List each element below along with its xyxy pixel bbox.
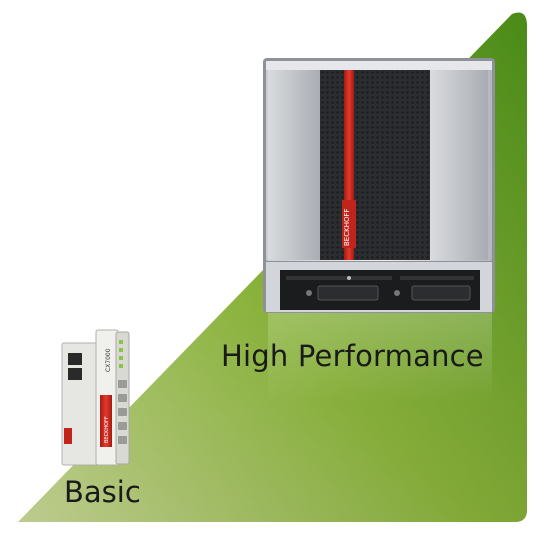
- basic-label: Basic: [64, 475, 141, 509]
- beckhoff-small-logo: BECKHOFF: [104, 416, 110, 443]
- model-text: CX7000: [105, 348, 112, 372]
- din-rail-controller-icon: BECKHOFF CX7000: [61, 329, 130, 466]
- beckhoff-logo: BECKHOFF: [343, 208, 351, 246]
- high-performance-label: High Performance: [221, 339, 484, 373]
- beckhoff-logo-plate: [342, 200, 356, 248]
- industrial-pc-tower-icon: BECKHOFF: [263, 58, 495, 403]
